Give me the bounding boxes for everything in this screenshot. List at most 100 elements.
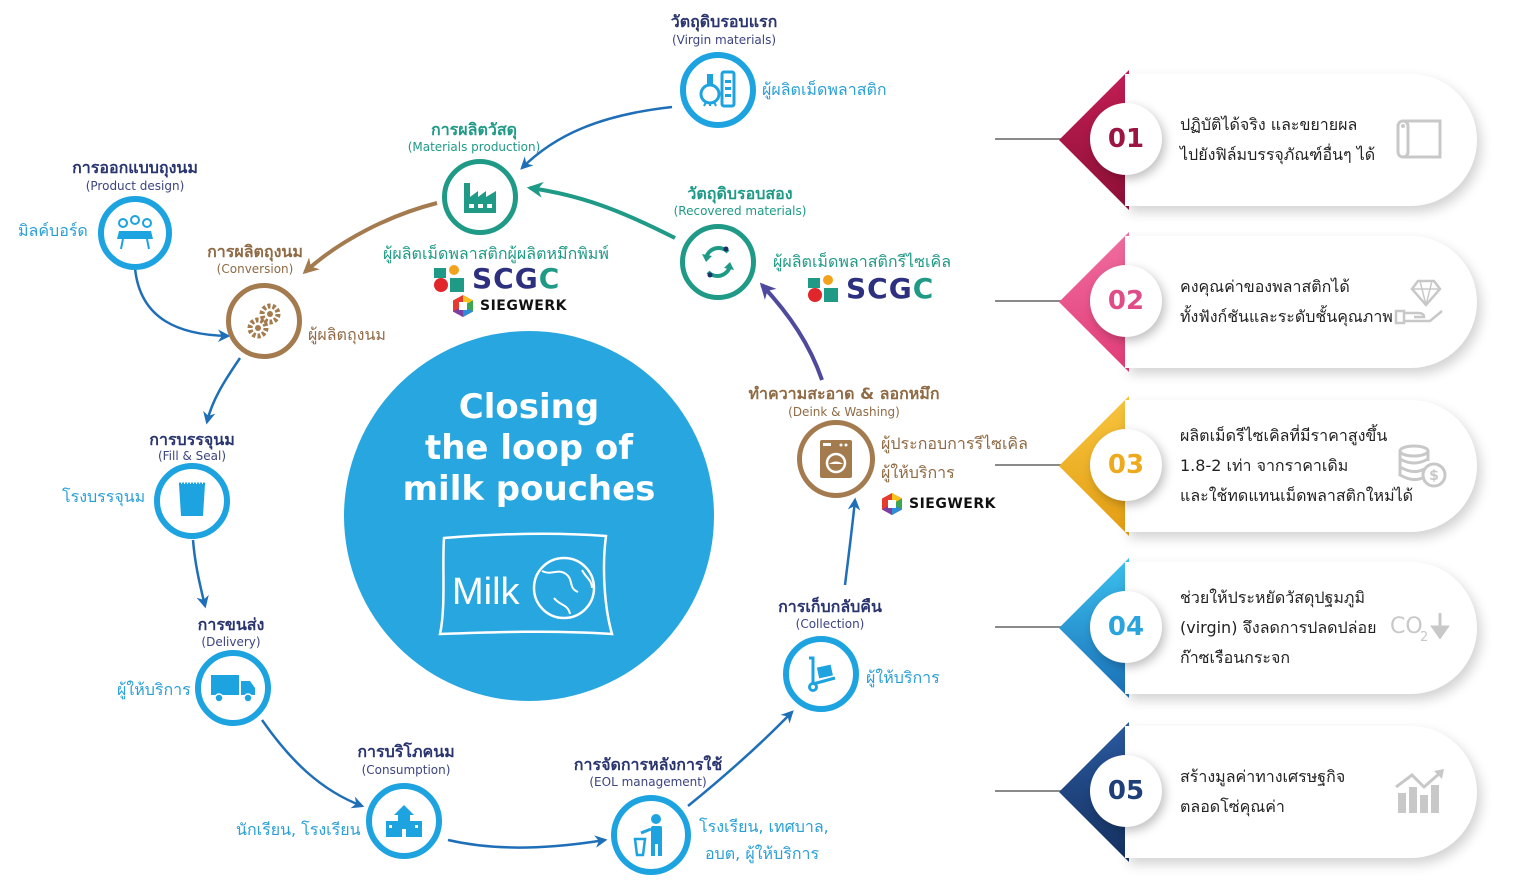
stage-actor-line1: โรงเรียน, เทศบาล, [699, 817, 829, 836]
card-text-line: คงคุณค่าของพลาสติกได้ [1180, 277, 1350, 296]
card-text-line: 1.8-2 เท่า จากราคาเดิม [1180, 456, 1349, 475]
stage-actor-line2: อบต, ผู้ให้บริการ [705, 844, 820, 863]
scgc-logo: SCGC [806, 272, 934, 305]
stage-actor: ผู้ผลิตถุงนม [308, 325, 386, 344]
card-number: 04 [1090, 591, 1162, 663]
stage-actor: ผู้ผลิตเม็ดพลาสติกผู้ผลิตหมึกพิมพ์ [383, 244, 609, 263]
stage-title: การขนส่ง [197, 615, 265, 634]
stage-subtitle: (Product design) [85, 179, 185, 193]
card-number: 05 [1090, 755, 1162, 827]
card-text-line: ทั้งฟังก์ชันและระดับชั้นคุณภาพ [1180, 307, 1393, 326]
connector-line [995, 464, 1063, 466]
stage-subtitle: (Consumption) [361, 763, 451, 777]
card-body [1125, 726, 1477, 858]
stage-subtitle: (Delivery) [201, 635, 261, 649]
svg-text:$: $ [1429, 468, 1439, 484]
stage-actor: ผู้ให้บริการ [866, 668, 940, 687]
siegwerk-word: SIEGWERK [480, 298, 567, 314]
film-roll-icon [1396, 119, 1442, 159]
connector-line [995, 138, 1063, 140]
siegwerk-word: SIEGWERK [909, 496, 996, 512]
benefit-card-04: 04 ช่วยให้ประหยัดวัสดุปฐมภูมิ (virgin) จ… [995, 558, 1505, 698]
stage-actor: นักเรียน, โรงเรียน [236, 820, 361, 839]
stage-subtitle: (Materials production) [407, 140, 541, 154]
center-title: Closing the loop of milk pouches [402, 387, 656, 509]
card-text-line: สร้างมูลค่าทางเศรษฐกิจ [1180, 767, 1346, 786]
co2-text: CO [1390, 614, 1423, 639]
stage-actor: ผู้ผลิตเม็ดพลาสติก [762, 80, 887, 99]
scgc-word-part2: C [912, 272, 935, 305]
card-text-line: ปฏิบัติได้จริง และขยายผล [1180, 115, 1358, 134]
card-text-line: และใช้ทดแทนเม็ดพลาสติกใหม่ได้ [1180, 486, 1414, 505]
arrow-fill-to-delivery [191, 539, 209, 609]
diamond-hand-icon [1394, 279, 1443, 325]
benefit-card-05: 05 สร้างมูลค่าทางเศรษฐกิจ ตลอดโซ่คุณค่า [995, 722, 1505, 862]
benefit-card-03: 03 ผลิตเม็ดรีไซเคิลที่มีราคาสูงขึ้น 1.8-… [995, 396, 1505, 536]
arrow-collection-to-deink [843, 497, 861, 586]
truck-icon [195, 650, 271, 726]
card-number: 02 [1090, 265, 1162, 337]
stage-actor: ผู้ผลิตเม็ดพลาสติกรีไซเคิล [773, 252, 952, 271]
stage-actor-line1: ผู้ประกอบการรีไซเคิล [881, 434, 1028, 453]
hand-truck-icon [783, 636, 859, 712]
card-body [1125, 74, 1477, 206]
connector-line [995, 300, 1063, 302]
lab-flask-icon [680, 52, 756, 128]
coins-dollar-icon: $ [1398, 444, 1447, 488]
stage-subtitle: (Deink & Washing) [788, 405, 900, 419]
card-body [1125, 400, 1477, 532]
card-text-line: ตลอดโซ่คุณค่า [1180, 797, 1285, 816]
card-text-line: ก๊าซเรือนกระจก [1180, 648, 1291, 667]
stage-title: การจัดการหลังการใช้ [573, 755, 723, 774]
meeting-table-icon [98, 196, 172, 270]
card-text: ช่วยให้ประหยัดวัสดุปฐมภูมิ (virgin) จึงล… [1180, 558, 1395, 698]
scgc-word-part1: SCG [846, 272, 913, 305]
card-text: คงคุณค่าของพลาสติกได้ ทั้งฟังก์ชันและระด… [1180, 232, 1395, 372]
stage-title: วัตถุดิบรอบแรก [670, 12, 778, 31]
scgc-word-part1: SCG [472, 262, 539, 295]
siegwerk-logo: SIEGWERK [452, 294, 567, 318]
arrow-consumption-to-eol [447, 835, 608, 849]
arrow-delivery-to-consumption [260, 719, 365, 809]
stage-title: การเก็บกลับคืน [778, 597, 882, 616]
card-number: 01 [1090, 103, 1162, 175]
stage-subtitle: (Conversion) [216, 262, 294, 276]
stage-subtitle: (Virgin materials) [671, 33, 777, 47]
stage-actor: โรงบรรจุนม [62, 487, 146, 506]
card-text-line: ผลิตเม็ดรีไซเคิลที่มีราคาสูงขึ้น [1180, 426, 1388, 445]
card-text: ผลิตเม็ดรีไซเคิลที่มีราคาสูงขึ้น 1.8-2 เ… [1180, 396, 1414, 536]
arrow-virgin-to-materials [520, 105, 673, 170]
card-body [1125, 562, 1477, 694]
card-text-line: ไปยังฟิล์มบรรจุภัณฑ์อื่นๆ ได้ [1180, 145, 1376, 164]
arrow-conversion-to-fill [203, 357, 242, 425]
co2-subscript: 2 [1420, 630, 1428, 645]
scgc-logo: SCGC [432, 262, 560, 295]
arrow-recovered-to-materials [526, 181, 676, 240]
connector-line [995, 626, 1063, 628]
stage-title: การบรรจุนม [149, 430, 235, 449]
stage-title: ทำความสะอาด & ลอกหมึก [748, 384, 940, 403]
card-text: สร้างมูลค่าทางเศรษฐกิจ ตลอดโซ่คุณค่า [1180, 722, 1395, 862]
person-trash-icon [611, 795, 691, 875]
stage-title: วัตถุดิบรอบสอง [687, 184, 793, 203]
siegwerk-logo: SIEGWERK [881, 492, 996, 516]
co2-down-icon: CO2 [1390, 613, 1450, 645]
center-circle: Closing the loop of milk pouches Milk [344, 331, 714, 701]
milk-bag-icon [154, 463, 230, 539]
growth-chart-icon [1395, 769, 1444, 813]
stage-actor: มิลค์บอร์ด [18, 221, 88, 240]
milk-pouch-globe-icon: Milk [438, 532, 614, 636]
connector-line [995, 790, 1063, 792]
arrow-materials-to-conversion [302, 201, 438, 275]
benefit-card-02: 02 คงคุณค่าของพลาสติกได้ ทั้งฟังก์ชันและ… [995, 232, 1505, 372]
washing-machine-icon [797, 420, 875, 498]
stage-title: การออกแบบถุงนม [72, 158, 198, 177]
gears-icon [226, 283, 302, 359]
card-text-line: (virgin) จึงลดการปลดปล่อย [1180, 618, 1377, 637]
arrow-eol-to-collection [687, 710, 794, 807]
arrow-design-to-conversion [133, 267, 231, 343]
card-number: 03 [1090, 429, 1162, 501]
stage-subtitle: (EOL management) [589, 775, 707, 789]
stage-title: การผลิตวัสดุ [431, 120, 517, 139]
stage-title: การผลิตถุงนม [207, 242, 303, 261]
